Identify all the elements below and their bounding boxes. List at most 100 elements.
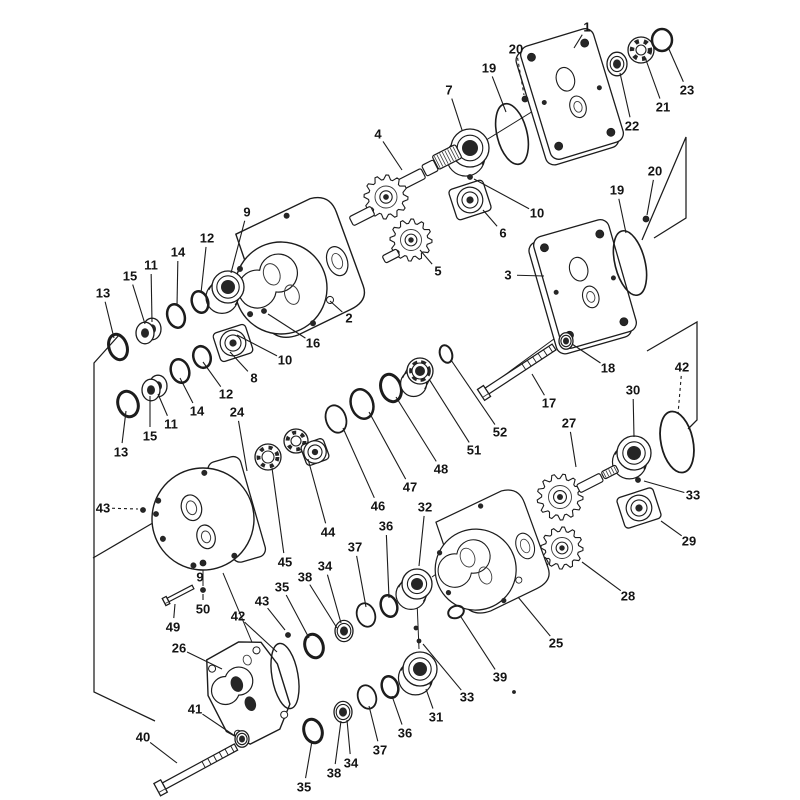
part-number-label: 27 <box>562 416 576 431</box>
callout-52: 52 <box>450 359 507 440</box>
part-number-label: 33 <box>460 690 474 705</box>
callout-39: 39 <box>460 616 507 685</box>
callout-20: 20 <box>646 164 662 216</box>
part-tiny-dot <box>512 690 516 694</box>
part-seal-39 <box>447 604 465 620</box>
part-number-label: 21 <box>656 100 670 115</box>
callout-5: 5 <box>419 249 442 279</box>
callout-12: 12 <box>202 361 233 402</box>
part-o-ring-37b <box>356 684 378 710</box>
callout-42: 42 <box>675 360 689 415</box>
part-bushing-31 <box>397 651 438 696</box>
part-seal-ring-19a <box>494 102 530 166</box>
part-number-label: 35 <box>297 780 311 795</box>
callout-10: 10 <box>473 178 544 221</box>
callout-12: 12 <box>200 231 214 294</box>
part-number-label: 30 <box>626 383 640 398</box>
callout-37: 37 <box>348 540 367 608</box>
part-number-label: 4 <box>374 127 382 142</box>
part-number-label: 2 <box>345 311 352 326</box>
part-number-label: 50 <box>196 602 210 617</box>
callout-20: 20 <box>509 42 525 96</box>
part-number-label: 29 <box>682 534 696 549</box>
part-ball-bearing-21 <box>627 36 655 64</box>
part-washer-18 <box>558 332 574 350</box>
part-driven-gear-5 <box>389 218 433 262</box>
part-number-label: 5 <box>434 264 441 279</box>
part-o-ring-13b <box>116 389 140 419</box>
part-number-label: 37 <box>348 540 362 555</box>
part-number-label: 39 <box>493 670 507 685</box>
callout-42: 42 <box>231 609 278 653</box>
callout-36: 36 <box>391 695 412 741</box>
part-number-label: 33 <box>686 488 700 503</box>
callout-15: 15 <box>143 396 157 444</box>
part-o-ring-36b <box>380 675 400 699</box>
part-number-label: 38 <box>298 570 312 585</box>
part-gear-plate-26 <box>206 641 291 745</box>
part-shaft-stub-4 <box>349 206 375 226</box>
part-o-ring-12a <box>190 290 210 314</box>
part-number-label: 10 <box>530 206 544 221</box>
callout-1: 1 <box>573 20 591 49</box>
part-number-label: 12 <box>200 231 214 246</box>
callout-13: 13 <box>96 286 115 339</box>
callout-47: 47 <box>368 411 417 495</box>
part-o-ring-42b <box>659 410 695 474</box>
part-number-label: 34 <box>318 559 333 574</box>
callout-37: 37 <box>368 705 387 758</box>
part-pump-cover-24 <box>151 455 267 571</box>
part-number-label: 52 <box>493 425 507 440</box>
part-bearing-45 <box>254 443 282 471</box>
bolt-body <box>153 743 239 797</box>
callout-13: 13 <box>114 410 128 460</box>
part-number-label: 46 <box>371 499 385 514</box>
part-number-label: 9 <box>243 205 250 220</box>
part-number-label: 18 <box>601 361 615 376</box>
callout-30: 30 <box>626 383 640 438</box>
callout-23: 23 <box>667 46 694 98</box>
callout-27: 27 <box>562 416 577 468</box>
part-number-label: 45 <box>278 555 292 570</box>
callout-46: 46 <box>342 427 385 514</box>
part-plug-pin-43a1 <box>140 507 146 513</box>
layer-parts <box>107 27 695 797</box>
part-o-ring-36a <box>379 594 399 618</box>
part-number-label: 47 <box>403 480 417 495</box>
callout-44: 44 <box>307 458 336 540</box>
part-number-label: 12 <box>219 387 233 402</box>
callout-11: 11 <box>144 258 158 323</box>
part-number-label: 13 <box>114 445 128 460</box>
callout-35: 35 <box>297 740 313 795</box>
part-number-label: 43 <box>255 594 269 609</box>
part-shaft-collar-4 <box>421 159 439 177</box>
part-driven-gear-28 <box>540 526 584 570</box>
part-end-cover-plate-1 <box>515 28 625 166</box>
callout-11: 11 <box>157 393 178 432</box>
callout-36: 36 <box>379 519 393 599</box>
part-washer-pair-15-11a <box>135 317 162 345</box>
part-number-label: 51 <box>467 443 481 458</box>
part-number-label: 25 <box>549 636 563 651</box>
part-number-label: 14 <box>171 245 186 260</box>
part-number-label: 38 <box>327 766 341 781</box>
part-spacer-ring-22 <box>606 51 628 77</box>
part-washer-41 <box>234 730 250 748</box>
part-number-label: 15 <box>123 269 137 284</box>
part-o-ring-12b <box>169 358 191 384</box>
callout-49: 49 <box>166 603 180 635</box>
part-drive-gear-4 <box>363 174 409 220</box>
part-pin-33b <box>635 477 641 483</box>
part-o-ring-52 <box>438 344 454 364</box>
part-number-label: 23 <box>680 83 694 98</box>
part-number-label: 37 <box>373 743 387 758</box>
part-number-label: 22 <box>625 119 639 134</box>
part-number-label: 17 <box>542 396 556 411</box>
callout-21: 21 <box>645 59 670 115</box>
part-bushing-block-29 <box>616 487 662 529</box>
part-number-label: 16 <box>306 336 320 351</box>
part-pin-33c1 <box>413 625 419 631</box>
part-number-label: 19 <box>482 61 496 76</box>
